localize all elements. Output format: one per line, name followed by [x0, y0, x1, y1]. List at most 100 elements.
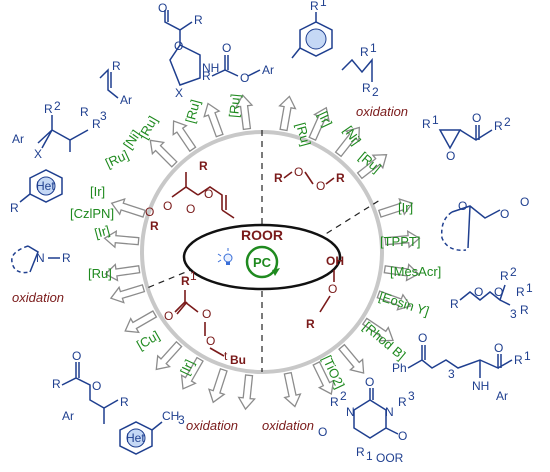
hydroperoxide-structure: OH O R: [306, 254, 344, 331]
alkyl-atom: 1: [370, 41, 377, 55]
ketone-atom: Ar: [496, 389, 508, 403]
spoke-arrow: [383, 263, 420, 282]
perester-structure: R 1 O O O t Bu: [164, 269, 246, 367]
oxidation-label: oxidation: [186, 418, 238, 433]
ketone-atom: NH: [472, 379, 489, 393]
perester-atom: R: [181, 274, 190, 288]
aziridine-atom: Ar: [12, 132, 24, 146]
spoke-arrows: [103, 94, 421, 411]
catalyst-label: [Eosin Y]: [377, 289, 431, 319]
pc-cycle-icon: [245, 245, 279, 279]
diacyl-peroxide-structure: R O O O O R: [145, 159, 235, 233]
oxazolidine-atom: X: [175, 86, 183, 100]
peroxide-atom: 1: [526, 281, 533, 295]
ketone-atom: Ph: [392, 361, 407, 375]
catalyst-label: [Ru]: [88, 266, 112, 281]
spoke-arrow: [377, 197, 414, 218]
hydro-atom: OH: [326, 254, 344, 268]
oxazolidine-atom: NH: [202, 61, 219, 75]
spoke-arrow: [312, 361, 335, 395]
ester-atom: Ar: [262, 63, 274, 77]
barbiturate-atom: OOR: [376, 451, 404, 465]
spoke-arrow: [234, 94, 254, 131]
catalyst-label: [TPPT]: [380, 234, 420, 249]
arene-atom: R: [310, 0, 319, 13]
amine-atom: R: [62, 251, 71, 265]
product-benzyl-ester: R O O Ar R: [52, 349, 129, 424]
pc-cycle-arrowhead: [272, 268, 280, 276]
perester-atom: Bu: [230, 353, 246, 367]
peroxide-atom: R: [516, 285, 525, 299]
diacyl-atom: R: [150, 219, 159, 233]
epoxide-atom: 2: [504, 115, 511, 129]
oxazolidine-atom: O: [174, 39, 183, 53]
benzyl-ester-atom: O: [72, 349, 81, 363]
dialkyl-atom: O: [294, 165, 303, 179]
led-bulb-icon: [217, 248, 233, 265]
perester-atom: t: [224, 349, 228, 363]
epoxide-atom: 1: [432, 113, 439, 127]
peroxide-atom: R: [450, 297, 459, 311]
spoke-arrow: [338, 343, 365, 374]
perester-atom: O: [206, 334, 215, 348]
ester-atom: R: [202, 69, 211, 83]
product-epoxide: R 1 O O R 2: [422, 111, 511, 163]
spoke-arrow: [361, 317, 394, 342]
photocatalyst-core: ROOR PC: [182, 223, 342, 291]
aziridine-atom: 2: [54, 99, 61, 113]
dioxolane-atom: O: [500, 207, 509, 221]
perester-atom: O: [164, 309, 173, 323]
pc-label: PC: [253, 255, 272, 270]
ketone-atom: O: [494, 341, 503, 355]
spoke-arrow: [155, 340, 183, 371]
spoke-arrow: [180, 356, 204, 390]
het-arene-atom: R: [10, 201, 19, 215]
barbiturate-atom: R: [398, 395, 407, 409]
catalyst-label: [Rhod B]: [360, 319, 408, 363]
aziridine-atom: R: [80, 105, 89, 119]
catalyst-label: [Ir]: [90, 184, 105, 199]
barbiturate-atom: 3: [408, 389, 415, 403]
product-het-toluene: Het CH 3: [119, 409, 185, 455]
epoxide-atom: O: [472, 111, 481, 125]
oxidation-labels: oxidation oxidation oxidation oxidation: [12, 104, 408, 433]
spoke-arrow: [283, 371, 302, 408]
spoke-arrow: [124, 310, 158, 334]
catalyst-label: [Ir]: [177, 357, 197, 377]
alkyl-atom: R: [362, 81, 371, 95]
product-amine: N R: [11, 245, 71, 274]
dialkyl-atom: R: [274, 171, 283, 185]
catalyst-label: [Ru]: [226, 93, 243, 118]
benzyl-ester-atom: O: [92, 379, 101, 393]
aziridine-atom: R: [92, 117, 101, 131]
catalyst-label: [Ru]: [103, 147, 131, 171]
barbiturate-atom: N: [346, 405, 355, 419]
spoke-arrow: [109, 284, 146, 304]
product-oxazolidine: O R O NH X: [158, 1, 219, 100]
spoke-arrow: [104, 263, 141, 282]
ketone-atom: R: [514, 353, 523, 367]
oxazolidine-atom: R: [194, 13, 203, 27]
perester-atom: O: [202, 307, 211, 321]
diacyl-atom: O: [163, 199, 172, 213]
het-toluene-atom: 3: [178, 413, 185, 427]
spoke-arrow: [308, 106, 331, 141]
alkyl-atom: R: [360, 45, 369, 59]
spoke-arrow: [278, 95, 297, 132]
hydro-atom: R: [306, 317, 315, 331]
barbiturate-atom: O: [318, 425, 327, 439]
aziridine-atom: 3: [100, 109, 107, 123]
spoke-arrow: [356, 154, 388, 180]
product-ketone: Ph O O R 1 3 NH Ar: [392, 331, 531, 403]
spoke-arrow: [384, 229, 421, 249]
arene-atom: 1: [320, 0, 327, 9]
aziridine-atom: X: [34, 147, 42, 161]
core-label: ROOR: [241, 227, 283, 243]
alkene-atom: Ar: [120, 93, 132, 107]
barbiturate-atom: O: [365, 375, 374, 389]
product-arene: R 1: [291, 0, 333, 59]
catalyst-label: [Ir]: [315, 109, 335, 129]
ester-atom: O: [222, 41, 231, 55]
